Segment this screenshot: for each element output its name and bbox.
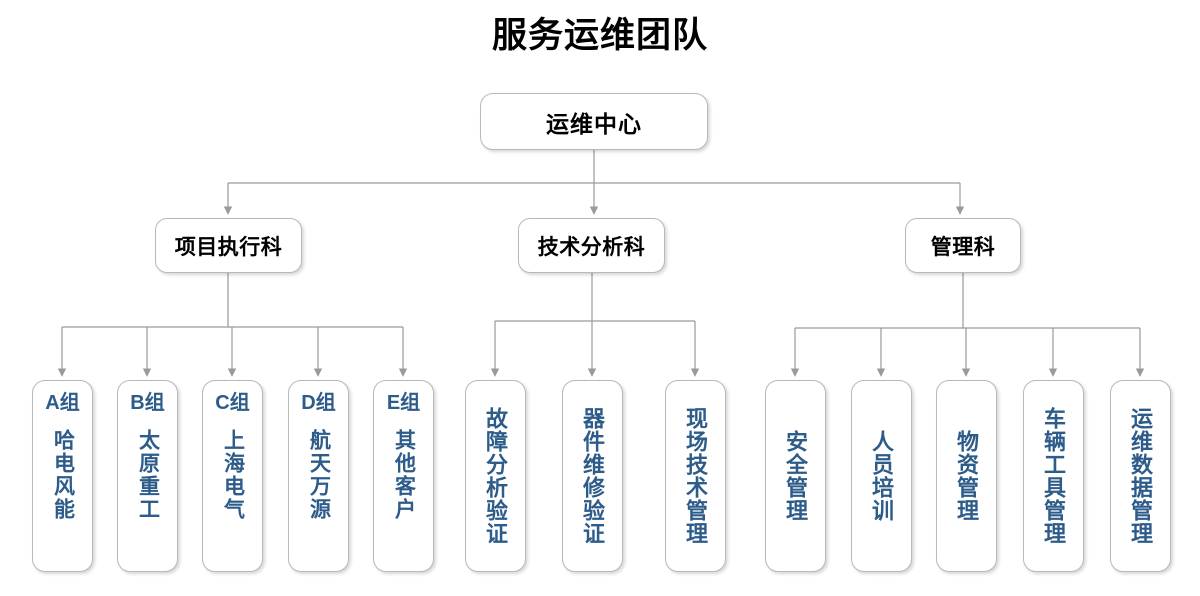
node-label: 运维中心	[546, 110, 642, 137]
node-materials-management[interactable]: 物资管理	[936, 380, 997, 572]
node-group-b[interactable]: B组 太原重工	[117, 380, 178, 572]
node-project-execution-dept[interactable]: 项目执行科	[155, 218, 302, 273]
node-label: 故障分析验证	[483, 407, 508, 545]
node-label: 车辆工具管理	[1041, 407, 1066, 545]
node-label: 人员培训	[869, 430, 894, 522]
node-vehicle-tool-management[interactable]: 车辆工具管理	[1023, 380, 1084, 572]
node-label: 现场技术管理	[683, 407, 708, 545]
node-fault-analysis[interactable]: 故障分析验证	[465, 380, 526, 572]
node-label: 物资管理	[954, 430, 979, 522]
node-group-e[interactable]: E组 其他客户	[373, 380, 434, 572]
group-code: A组	[45, 392, 80, 414]
group-client: 哈电风能	[51, 429, 75, 521]
node-group-c[interactable]: C组 上海电气	[202, 380, 263, 572]
node-label: 器件维修验证	[580, 407, 605, 545]
group-code: C组	[215, 392, 250, 414]
group-code: B组	[130, 392, 165, 414]
node-label: 安全管理	[783, 430, 808, 522]
node-label: 项目执行科	[174, 235, 283, 259]
group-client: 航天万源	[307, 429, 331, 521]
node-ops-data-management[interactable]: 运维数据管理	[1110, 380, 1171, 572]
node-group-d[interactable]: D组 航天万源	[288, 380, 349, 572]
node-technical-analysis-dept[interactable]: 技术分析科	[518, 218, 665, 273]
node-onsite-technical[interactable]: 现场技术管理	[665, 380, 726, 572]
group-code: E组	[386, 392, 421, 414]
node-safety-management[interactable]: 安全管理	[765, 380, 826, 572]
node-management-dept[interactable]: 管理科	[905, 218, 1021, 273]
node-personnel-training[interactable]: 人员培训	[851, 380, 912, 572]
node-label: 技术分析科	[537, 235, 646, 259]
group-code: D组	[301, 392, 336, 414]
node-label: 运维数据管理	[1128, 407, 1153, 545]
node-label: 管理科	[930, 235, 996, 259]
node-component-repair[interactable]: 器件维修验证	[562, 380, 623, 572]
page-title: 服务运维团队	[491, 16, 708, 55]
node-group-a[interactable]: A组 哈电风能	[32, 380, 93, 572]
node-operations-center[interactable]: 运维中心	[480, 93, 708, 150]
group-client: 太原重工	[136, 429, 160, 521]
group-client: 其他客户	[392, 429, 416, 521]
group-client: 上海电气	[221, 429, 245, 521]
